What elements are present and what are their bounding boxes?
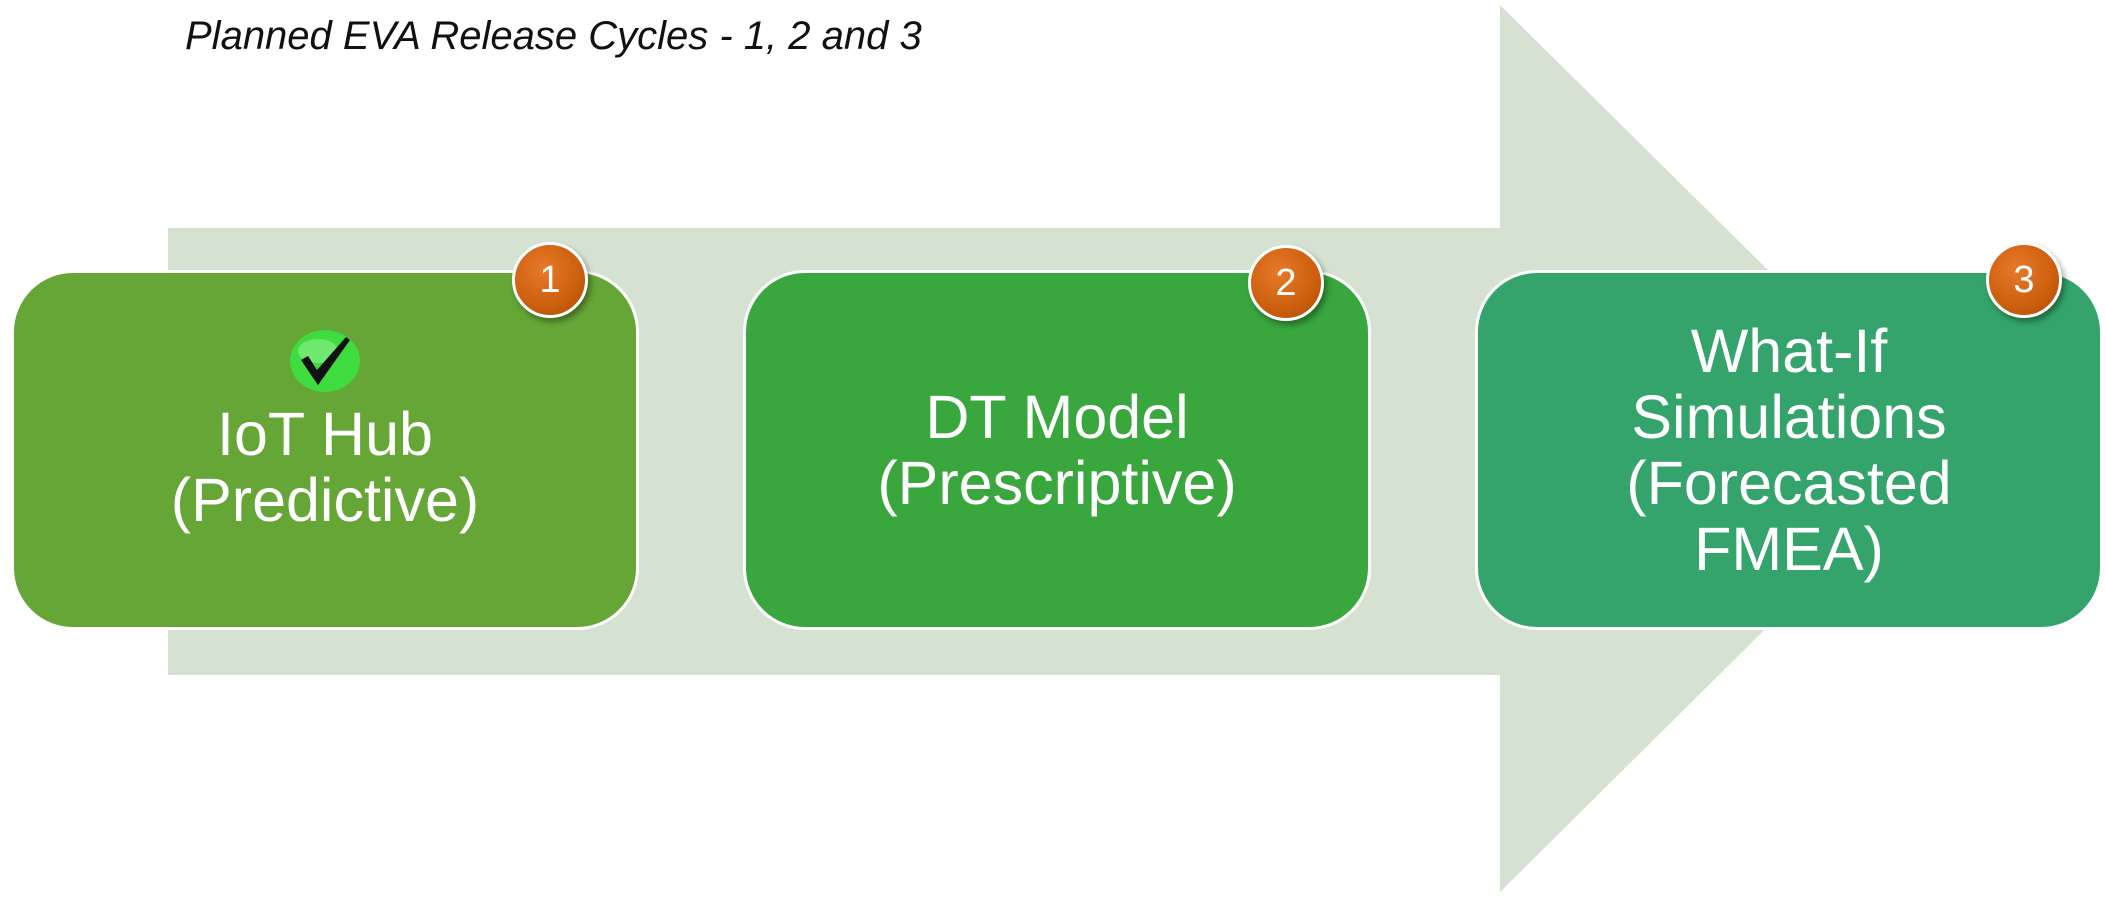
stage-box-dt-model: DT Model (Prescriptive) [743,270,1371,630]
stage-subtitle-line-1: (Forecasted [1626,449,1952,517]
stage-subtitle: (Predictive) [170,466,480,534]
stage-number-badge: 3 [1986,242,2062,318]
stage-title: DT Model [925,383,1189,451]
stage-title-line-2: Simulations [1631,383,1947,451]
stage-content: IoT Hub (Predictive) [170,330,480,534]
stage-title-line-1: What-If [1690,317,1888,385]
stage-title: IoT Hub [217,400,433,468]
stage-subtitle-line-2: FMEA) [1694,515,1884,583]
stage-subtitle: (Prescriptive) [877,449,1237,517]
stage-content: DT Model (Prescriptive) [877,384,1236,516]
stage-number-badge: 2 [1248,245,1324,321]
diagram-title: Planned EVA Release Cycles - 1, 2 and 3 [185,14,922,58]
stage-box-iot-hub: IoT Hub (Predictive) [11,270,639,630]
stage-number-badge: 1 [512,242,588,318]
checkmark-icon [290,330,360,392]
stage-content: What-If Simulations (Forecasted FMEA) [1626,318,1951,582]
stage-box-what-if-simulations: What-If Simulations (Forecasted FMEA) [1475,270,2103,630]
